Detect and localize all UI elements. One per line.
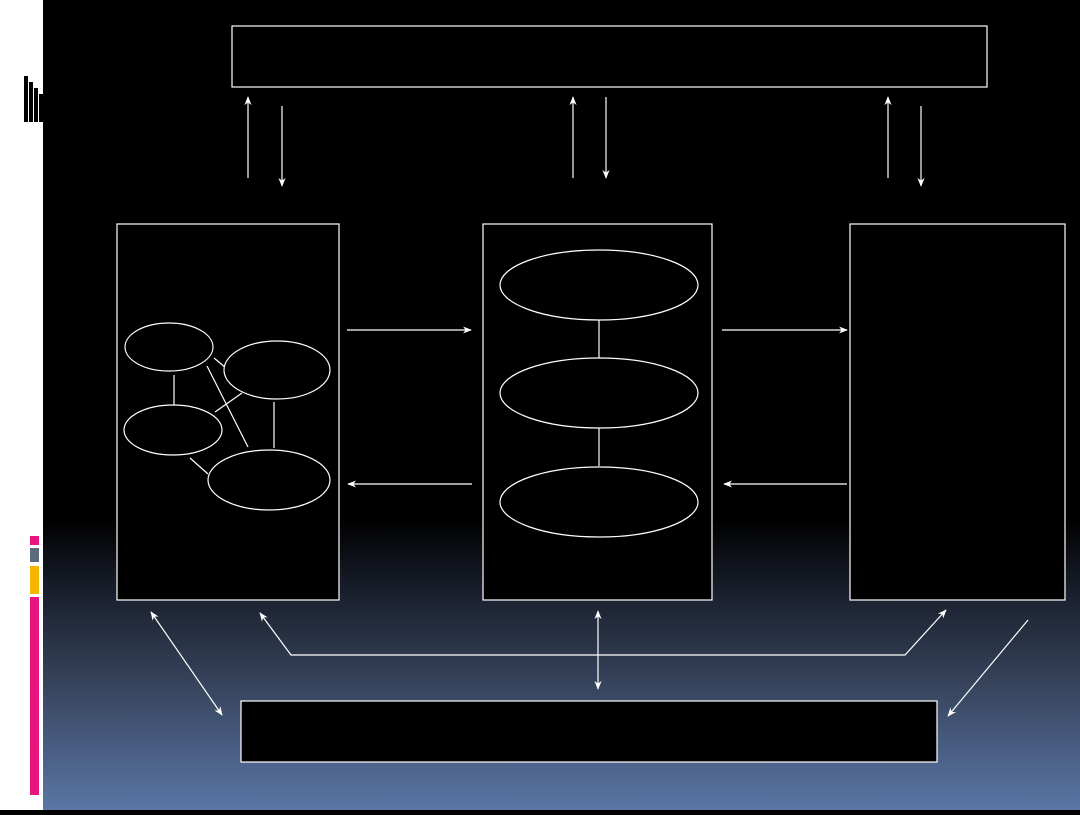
- accent-magenta-bar: [30, 597, 39, 795]
- center-node: [499, 249, 699, 321]
- stacked-bars-logo-icon: [24, 76, 43, 122]
- left-node: [123, 404, 223, 456]
- left-strip: [0, 0, 43, 810]
- left-link: [214, 392, 243, 413]
- left-node: [223, 340, 331, 400]
- bottom-box: [240, 700, 938, 763]
- center-node: [499, 357, 699, 429]
- left-link: [206, 365, 249, 448]
- left-node: [207, 449, 331, 511]
- arrow-bidirectional: [150, 611, 223, 716]
- left-node: [124, 322, 214, 372]
- accent-gray-square: [30, 548, 39, 562]
- right-panel: [849, 223, 1066, 601]
- strip-decor: [24, 76, 43, 795]
- accent-magenta-square: [30, 536, 39, 545]
- accent-yellow-square: [30, 566, 39, 594]
- arrow-bracket: [259, 609, 947, 656]
- top-box: [231, 25, 988, 88]
- left-link: [189, 457, 209, 475]
- center-node: [499, 466, 699, 538]
- arrow-diagonal: [947, 619, 1029, 717]
